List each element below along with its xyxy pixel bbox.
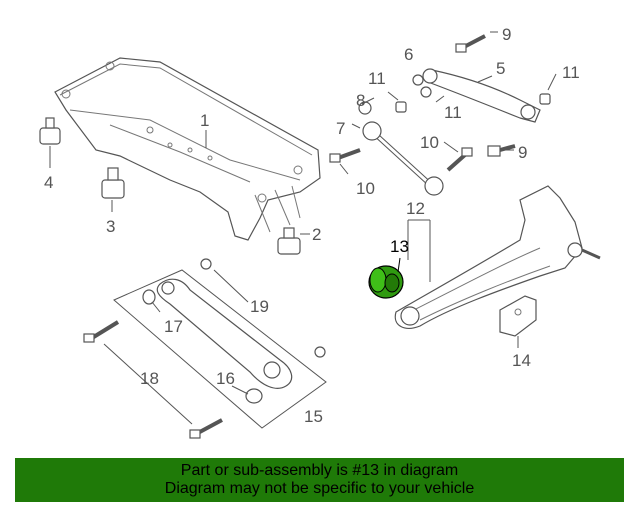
crossmember-part: [54, 57, 321, 241]
callout-10-right: 10: [420, 133, 439, 152]
callout-11-left: 11: [368, 69, 386, 88]
mount-3-part: [101, 167, 125, 212]
callout-3: 3: [106, 217, 115, 236]
callout-5: 5: [496, 59, 505, 78]
mount-4-part: [39, 117, 61, 168]
callout-11-right: 11: [562, 63, 580, 82]
bushing-13-highlighted-part: [368, 257, 404, 299]
callout-15: 15: [304, 407, 323, 426]
callout-4: 4: [44, 173, 53, 192]
banner-line-1: Part or sub-assembly is #13 in diagram: [180, 462, 459, 479]
callout-9-right: 9: [518, 143, 527, 162]
hardware-parts: [329, 34, 551, 172]
callouts: 1 2 3 4 5 6 7 8 9 9 10 10 11 11 11 12 13…: [44, 25, 580, 426]
trailing-arm-12-part: [394, 185, 601, 329]
upper-arm-5-part: [422, 68, 541, 123]
callout-18: 18: [140, 369, 159, 388]
callout-16: 16: [216, 369, 235, 388]
callout-7: 7: [336, 119, 345, 138]
callout-13: 13: [390, 237, 409, 256]
callout-11-mid: 11: [444, 103, 462, 122]
callout-9-top: 9: [502, 25, 511, 44]
leader-lines: [103, 31, 557, 425]
callout-2: 2: [312, 225, 321, 244]
info-banner: Part or sub-assembly is #13 in diagram D…: [15, 458, 624, 502]
callout-14: 14: [512, 351, 531, 370]
callout-12: 12: [406, 199, 425, 218]
banner-line-2: Diagram may not be specific to your vehi…: [164, 480, 475, 497]
callout-17: 17: [164, 317, 183, 336]
callout-19: 19: [250, 297, 269, 316]
bracket-14-part: [499, 295, 537, 348]
callout-6: 6: [404, 45, 413, 64]
link-rod-7-part: [362, 121, 444, 196]
lower-arm-group-15: [83, 258, 327, 439]
callout-10-left: 10: [356, 179, 375, 198]
callout-1: 1: [200, 111, 209, 130]
parts-diagram: 1 2 3 4 5 6 7 8 9 9 10 10 11 11 11 12 13…: [39, 25, 601, 439]
callout-8: 8: [356, 91, 365, 110]
mount-2-part: [277, 227, 310, 255]
